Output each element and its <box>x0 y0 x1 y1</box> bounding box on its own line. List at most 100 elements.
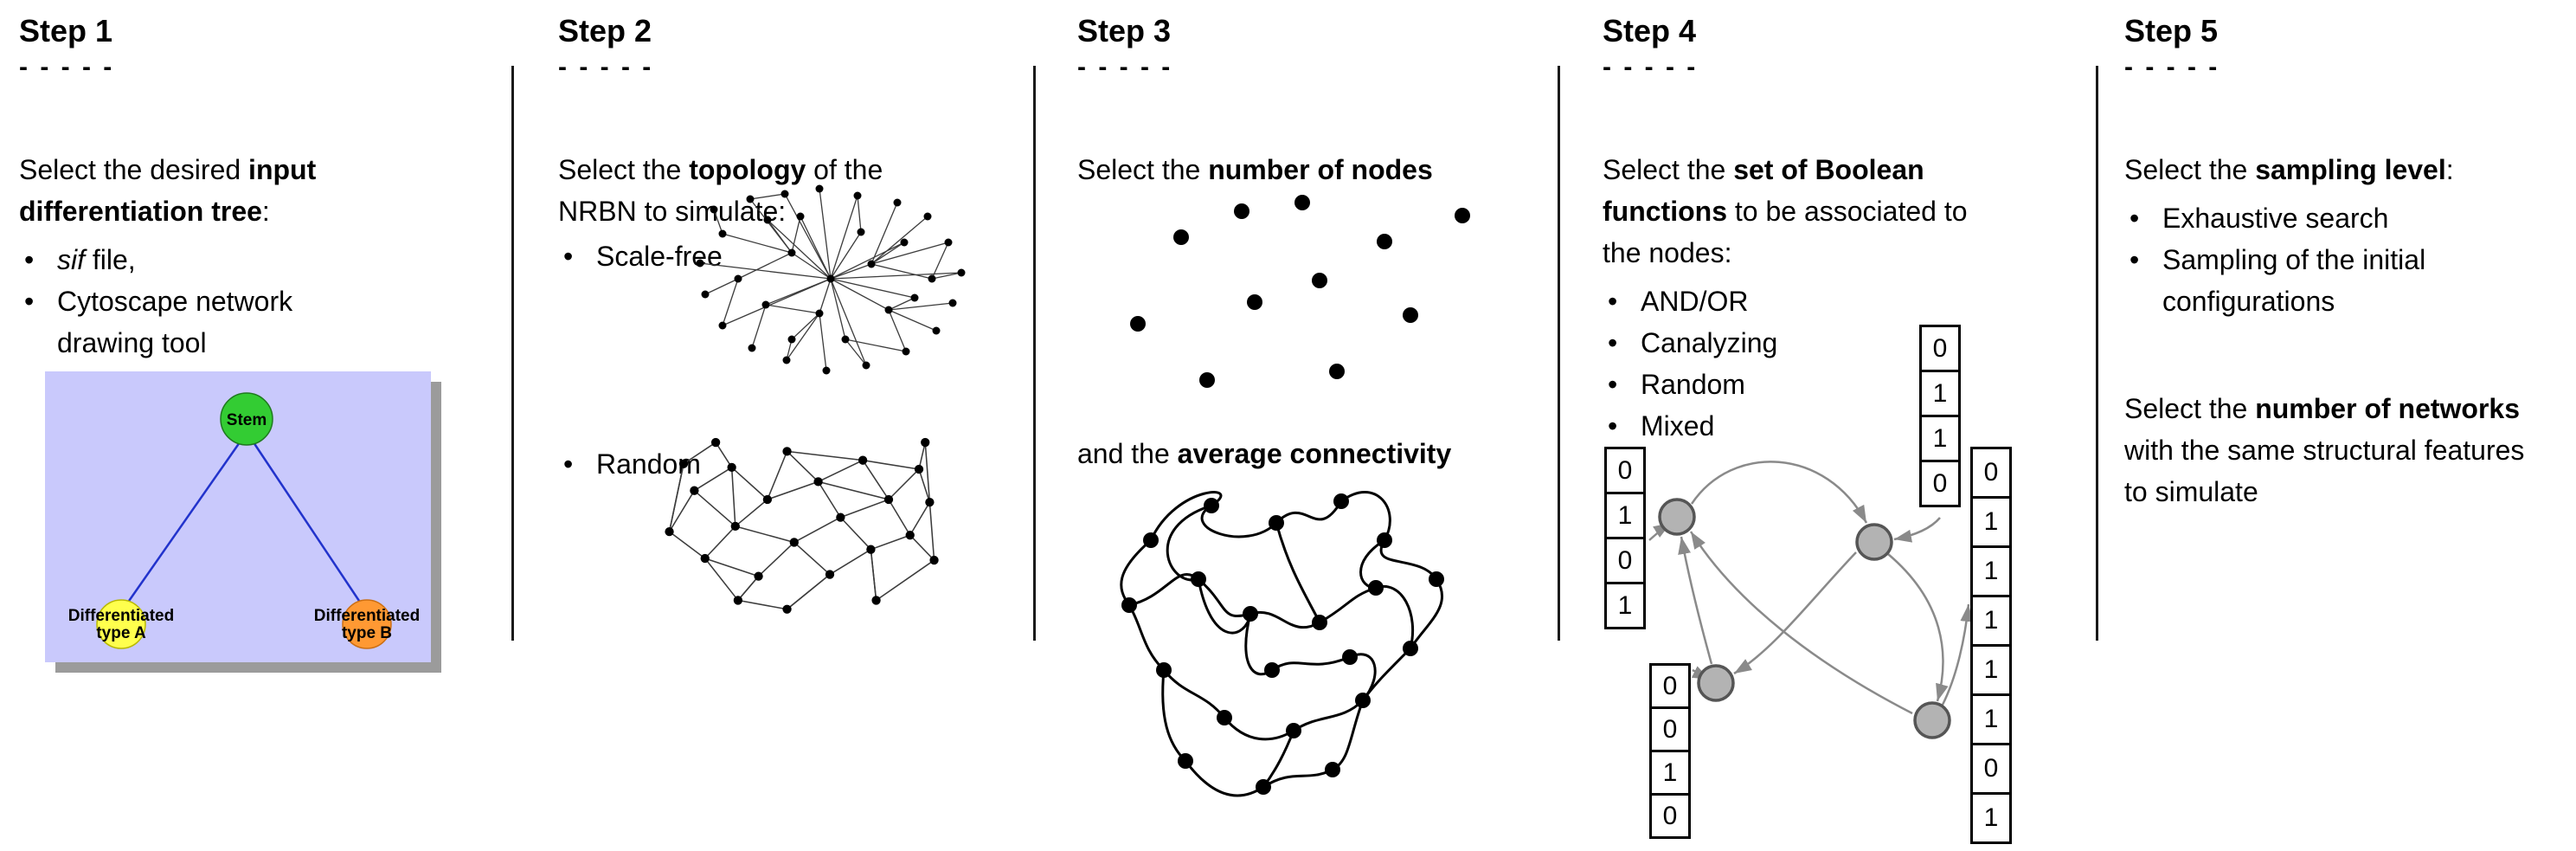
column-divider <box>511 66 514 641</box>
step-4-bullet-list: •AND/OR •Canalyzing •Random •Mixed <box>1603 280 2009 447</box>
stem-label: Stem <box>227 411 267 429</box>
bullet-glyph: • <box>24 244 35 275</box>
type-a-label-line1: Differentiated <box>68 607 174 625</box>
truth-table-cell: 1 <box>1919 370 1961 417</box>
lead-bold: set of Boolean functions <box>1603 154 1924 227</box>
type-a-label-line2: type A <box>96 624 146 642</box>
type-b-label-line1: Differentiated <box>314 607 420 625</box>
step-1-column: Step 1 - - - - - Select the desired inpu… <box>19 12 441 851</box>
tangle-curve <box>1120 538 1226 719</box>
arrow-b-to-c <box>1733 551 1857 675</box>
bullet-item: • Cytoscape network drawing tool <box>19 280 382 364</box>
lead-bold: number of networks <box>2255 393 2521 424</box>
step-4-title: Step 4 <box>1603 13 1697 48</box>
step-3-column: Step 3 - - - - - Select the number of no… <box>1077 12 1549 851</box>
truth-table-right: 0 1 1 1 1 1 0 1 <box>1970 447 2012 844</box>
step-4-column: Step 4 - - - - - Select the set of Boole… <box>1603 12 2074 851</box>
step-4-text-block: Select the set of Boolean functions to b… <box>1603 149 2009 447</box>
truth-table-cell: 0 <box>1604 537 1646 584</box>
gene-node-b <box>1855 523 1893 561</box>
step-4-dashes: - - - - - <box>1603 53 1699 81</box>
bullet-glyph: • <box>563 448 574 480</box>
lead-text: Select the desired <box>19 154 249 185</box>
step-5-column: Step 5 - - - - - Select the sampling lev… <box>2124 12 2531 851</box>
lead-text: Select the <box>2124 154 2256 185</box>
step-5-networks-text: Select the number of networks with the s… <box>2124 388 2531 513</box>
arrow-c-to-a <box>1678 536 1713 665</box>
lead-bold: number of nodes <box>1208 154 1433 185</box>
bullet-text: Cytoscape network drawing tool <box>57 286 293 358</box>
bullet-text: sif file, <box>57 239 382 280</box>
tree-edge-a <box>125 442 241 604</box>
truth-table-cell: 1 <box>1919 415 1961 462</box>
truth-table-cell: 0 <box>1649 663 1691 709</box>
arrow-table-to-b <box>1893 517 1941 543</box>
tangle-curve <box>1244 613 1377 701</box>
tangle-curve <box>1340 490 1443 649</box>
bullet-item: •AND/OR <box>1603 280 2009 322</box>
bullet-glyph: • <box>563 241 574 272</box>
step-3-connectivity-text: and the average connectivity <box>1077 433 1549 474</box>
lead-text: Select the <box>2124 393 2256 424</box>
bullet-item: • Mixed <box>1603 405 2009 447</box>
truth-table-cell: 1 <box>1970 792 2012 844</box>
bullet-rest: file, <box>85 244 136 275</box>
bullet-glyph: • <box>24 286 35 317</box>
step-4-description: Select the set of Boolean functions to b… <box>1603 149 2009 274</box>
truth-table-cell: 1 <box>1970 693 2012 745</box>
lead-bold: sampling level <box>2255 154 2446 185</box>
bullet-text: Sampling of the initial configurations <box>2162 244 2426 317</box>
connectivity-network-graphic <box>1120 490 1444 797</box>
scale-free-network-graphic <box>696 184 966 375</box>
column-divider <box>2096 66 2098 641</box>
step-1-description: Select the desired input differentiation… <box>19 149 382 232</box>
lead-text: : <box>2445 154 2454 185</box>
bullet-glyph: • <box>1608 410 1618 442</box>
column-divider <box>1558 66 1560 641</box>
bullet-item: •Random <box>1603 364 2009 405</box>
step-2-title: Step 2 <box>558 13 652 48</box>
bullet-glyph: • <box>1608 286 1618 317</box>
truth-table-cell: 0 <box>1970 447 2012 499</box>
gene-node-c <box>1697 664 1735 702</box>
truth-table-cell: 1 <box>1970 595 2012 647</box>
type-b-node <box>342 599 392 649</box>
step-5-bullet-list: •Exhaustive search • Sampling of the init… <box>2124 197 2531 322</box>
tangle-curve <box>1149 491 1343 541</box>
tangle-curve <box>1161 669 1187 763</box>
arrow-d-to-a <box>1689 531 1913 715</box>
truth-table-cell: 0 <box>1649 793 1691 839</box>
bullet-text: Exhaustive search <box>2162 203 2389 234</box>
truth-table-top: 0 1 1 0 <box>1919 325 1961 507</box>
random-network-graphic <box>665 437 939 614</box>
step-1-title: Step 1 <box>19 13 113 48</box>
bullet-glyph: • <box>2130 244 2140 275</box>
arrow-b-to-d <box>1887 553 1949 702</box>
step-2-dashes: - - - - - <box>558 53 654 81</box>
tangle-curve <box>1275 522 1321 623</box>
truth-table-cell: 1 <box>1649 750 1691 796</box>
truth-table-bottom-left: 0 0 1 0 <box>1649 663 1691 839</box>
differentiation-tree-graphic: Stem Differentiated type A Differentiate… <box>45 371 441 673</box>
bullet-text: Random <box>1641 369 1745 400</box>
bullet-item: • sif file, <box>19 239 382 280</box>
truth-table-cell: 0 <box>1970 743 2012 795</box>
tangle-curve <box>1166 504 1212 582</box>
lead-bold: average connectivity <box>1177 438 1452 469</box>
tangle-curve <box>1128 573 1415 649</box>
lead-bold: topology <box>689 154 806 185</box>
bullet-text: Mixed <box>1641 410 1715 442</box>
truth-table-cell: 0 <box>1649 706 1691 752</box>
step-5-dashes: - - - - - <box>2124 53 2220 81</box>
truth-table-cell: 1 <box>1970 496 2012 548</box>
lead-bold: input differentiation tree <box>19 154 317 227</box>
bullet-item: •Exhaustive search <box>2124 197 2531 239</box>
lead-text: to be associated to the nodes: <box>1603 196 1968 268</box>
step-2-column: Step 2 - - - - - Select the topology of … <box>558 12 966 851</box>
stem-node <box>220 392 273 446</box>
gene-node-d <box>1913 701 1951 739</box>
tree-edge-b <box>252 442 363 604</box>
truth-table-cell: 1 <box>1970 545 2012 597</box>
column-divider <box>1033 66 1036 641</box>
